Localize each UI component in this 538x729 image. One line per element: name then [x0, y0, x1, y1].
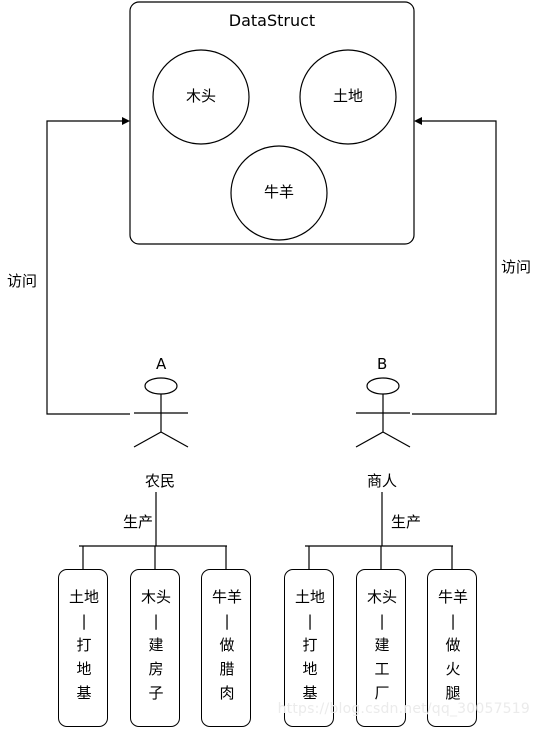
product-card-dash: | [307, 612, 313, 630]
datastruct-item-land-circle[interactable] [299, 49, 397, 145]
product-card-a-livestock[interactable]: 牛羊 | 做 腊 肉 [201, 569, 251, 727]
tree-b-edges [305, 492, 453, 569]
datastruct-item-livestock-circle[interactable] [230, 145, 328, 241]
actor-b-figure[interactable] [355, 377, 411, 448]
tree-b-produce-label: 生产 [391, 513, 422, 531]
actor-b-role: 商人 [367, 472, 398, 490]
product-card-char: 地 [302, 660, 318, 678]
product-card-dash: | [153, 612, 159, 630]
edge-a-access [46, 120, 130, 415]
product-card-char: 基 [302, 684, 318, 702]
product-card-resource: 木头 [140, 588, 171, 606]
edge-b-access-label: 访问 [501, 258, 532, 276]
arrowhead-b-access [414, 117, 422, 125]
actor-b-head [366, 377, 400, 395]
product-card-char: 房 [148, 660, 164, 678]
product-card-char: 地 [76, 660, 92, 678]
actor-a-role: 农民 [145, 472, 176, 490]
product-card-a-wood[interactable]: 木头 | 建 房 子 [130, 569, 180, 727]
product-card-char: 肉 [219, 684, 235, 702]
product-card-resource: 土地 [68, 588, 99, 606]
tree-a-edges [79, 492, 227, 569]
edge-a-access-label: 访问 [7, 272, 38, 290]
tree-a-produce-label: 生产 [123, 513, 154, 531]
product-card-a-land[interactable]: 土地 | 打 地 基 [58, 569, 108, 727]
product-card-char: 火 [445, 660, 461, 678]
product-card-char: 做 [219, 636, 235, 654]
edge-b-access [412, 120, 497, 415]
product-card-char: 建 [374, 636, 390, 654]
product-card-resource: 牛羊 [437, 588, 468, 606]
product-card-b-livestock[interactable]: 牛羊 | 做 火 腿 [427, 569, 477, 727]
product-card-char: 基 [76, 684, 92, 702]
product-card-char: 打 [302, 636, 318, 654]
product-card-dash: | [379, 612, 385, 630]
datastruct-item-wood-circle[interactable] [152, 49, 250, 145]
product-card-b-wood[interactable]: 木头 | 建 工 厂 [356, 569, 406, 727]
product-card-char: 做 [445, 636, 461, 654]
product-card-char: 建 [148, 636, 164, 654]
product-card-dash: | [224, 612, 230, 630]
product-card-dash: | [81, 612, 87, 630]
product-card-char: 工 [374, 660, 390, 678]
datastruct-title: DataStruct [228, 11, 316, 30]
datastruct-item-wood-label: 木头 [185, 87, 216, 105]
product-card-char: 腿 [445, 684, 461, 702]
actor-b-letter: B [377, 355, 388, 373]
product-card-resource: 土地 [294, 588, 325, 606]
product-card-resource: 木头 [366, 588, 397, 606]
datastruct-item-land-label: 土地 [332, 87, 363, 105]
product-card-dash: | [450, 612, 456, 630]
arrowhead-a-access [122, 117, 130, 125]
datastruct-item-livestock-label: 牛羊 [263, 183, 294, 201]
product-card-char: 厂 [374, 684, 390, 702]
product-card-char: 子 [148, 684, 164, 702]
watermark-text: https://blog.csdn.net/qq_30057519 [277, 701, 530, 717]
actor-a-letter: A [156, 355, 167, 373]
actor-a-figure[interactable] [133, 377, 189, 448]
product-card-b-land[interactable]: 土地 | 打 地 基 [284, 569, 334, 727]
product-card-char: 腊 [219, 660, 235, 678]
product-card-resource: 牛羊 [211, 588, 242, 606]
actor-a-head [144, 377, 178, 395]
product-card-char: 打 [76, 636, 92, 654]
